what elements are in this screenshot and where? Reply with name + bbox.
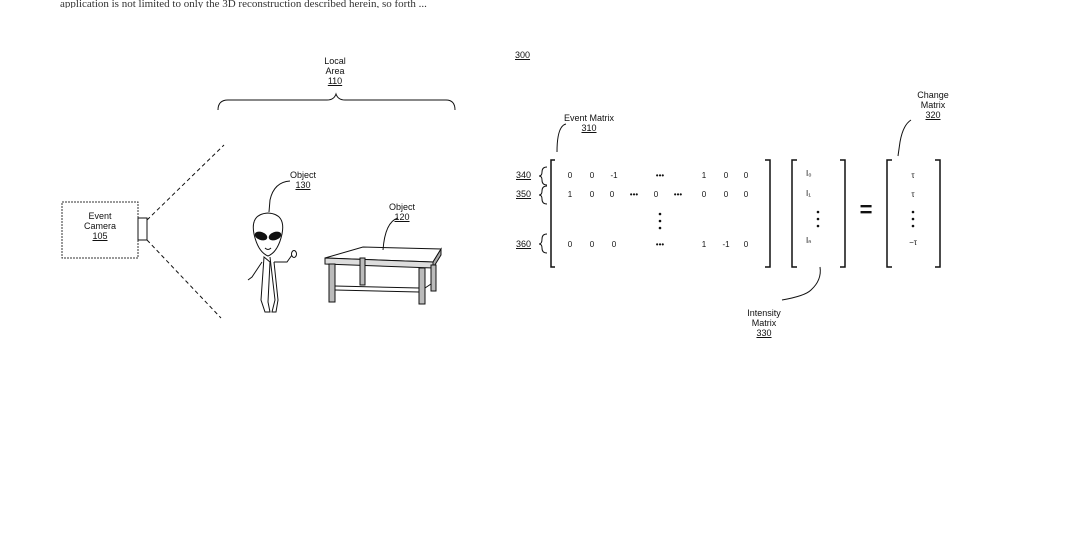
matrix-cell: 1 <box>701 171 707 180</box>
change-leader <box>897 119 912 157</box>
matrix-cell: ••• <box>655 240 665 249</box>
event-matrix-leader <box>556 123 567 153</box>
camera-lens <box>137 217 148 241</box>
intensity-entry: I₀ <box>806 169 812 178</box>
matrix-cell: 0 <box>723 190 729 199</box>
matrix-cell: 0 <box>589 190 595 199</box>
change-matrix-label: Change Matrix 320 <box>917 90 949 120</box>
local-area-label: Local Area 110 <box>324 56 346 86</box>
event-camera-label: Event Camera 105 <box>83 211 116 241</box>
matrix-cell: 0 <box>589 240 595 249</box>
matrix-cell: ••• <box>629 190 639 199</box>
row-brace-340 <box>538 166 548 186</box>
row-brace-350 <box>538 185 548 205</box>
row-ref-360: 360 <box>516 239 532 249</box>
object-120-label: Object 120 <box>388 202 415 222</box>
matrix-cell: 0 <box>743 171 749 180</box>
row-brace-360 <box>538 233 548 254</box>
event-matrix-right-bracket <box>765 159 771 268</box>
intensity-entry: Iₙ <box>806 236 812 245</box>
table-leader <box>382 217 399 251</box>
matrix-cell: 0 <box>723 171 729 180</box>
event-camera-box <box>61 201 139 259</box>
top-caption-fragment: application is not limited to only the 3… <box>60 0 427 8</box>
local-area-brace <box>217 92 456 111</box>
matrix-cell: 0 <box>609 190 615 199</box>
change-right-bracket <box>935 159 941 268</box>
change-entry: τ <box>911 190 915 199</box>
matrix-cell: 0 <box>653 190 659 199</box>
row-ref-350: 350 <box>516 189 532 199</box>
intensity-entry: I₁ <box>806 189 811 198</box>
matrix-cell: 0 <box>743 240 749 249</box>
matrix-cell: 0 <box>589 171 595 180</box>
change-entry: τ <box>911 171 915 180</box>
intensity-matrix-label: Intensity Matrix 330 <box>747 308 781 338</box>
matrix-cell: 0 <box>743 190 749 199</box>
matrix-cell: ••• <box>673 190 683 199</box>
alien-drawing <box>247 212 297 313</box>
intensity-leader <box>781 266 821 301</box>
matrix-cell: 0 <box>567 171 573 180</box>
intensity-left-bracket <box>791 159 797 268</box>
fov-upper-line <box>146 144 225 221</box>
change-vertical-ellipsis <box>911 210 915 228</box>
matrix-cell: 0 <box>567 240 573 249</box>
matrix-cell: -1 <box>722 240 730 249</box>
event-matrix-label: Event Matrix 310 <box>563 113 614 133</box>
change-entry: −τ <box>909 238 917 247</box>
table-drawing <box>324 246 442 305</box>
intensity-vertical-ellipsis <box>816 210 820 228</box>
row-ref-340: 340 <box>516 170 532 180</box>
alien-leader <box>268 180 291 213</box>
intensity-right-bracket <box>840 159 846 268</box>
matrix-cell: ••• <box>655 171 665 180</box>
event-matrix-left-bracket <box>550 159 555 268</box>
fov-lower-line <box>146 239 222 319</box>
matrix-cell: 0 <box>611 240 617 249</box>
matrix-cell: 1 <box>567 190 573 199</box>
event-vertical-ellipsis <box>658 212 662 230</box>
object-130-label: Object 130 <box>289 170 316 190</box>
change-left-bracket <box>886 159 892 268</box>
matrix-cell: -1 <box>610 171 618 180</box>
matrix-cell: 0 <box>701 190 707 199</box>
matrix-cell: 1 <box>701 240 707 249</box>
figure-number: 300 <box>515 50 531 60</box>
equals-sign: = <box>859 197 873 222</box>
